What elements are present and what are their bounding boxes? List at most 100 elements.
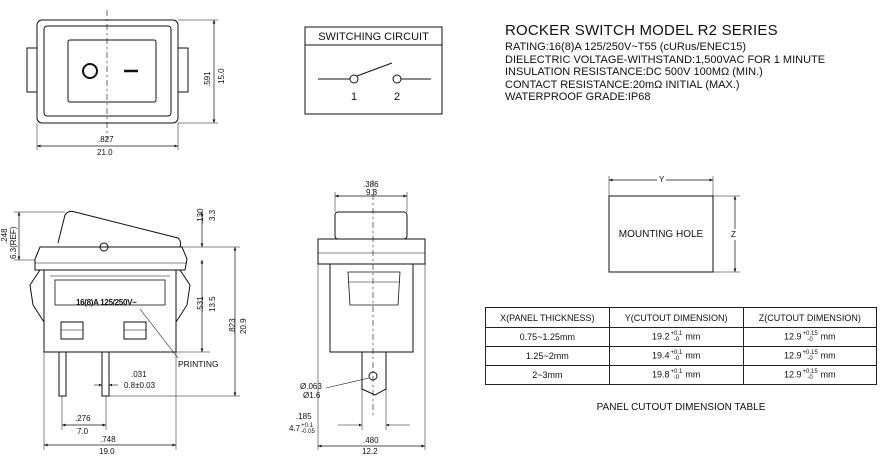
table-header-z: Z(CUTOUT DIMENSION) [742,307,878,328]
top-width-mm: 21.0 [97,148,113,157]
end-view-clip [347,271,401,306]
rocker-height-inch: .130 [196,208,205,224]
body-height-inch: .531 [196,296,205,312]
unit: mm [820,350,836,361]
tol-plus: +0.1 [670,369,683,375]
end-top-width-mm: 9.8 [366,188,378,197]
total-height-inch: .823 [228,318,237,334]
unit: mm [685,350,701,361]
side-view-right-clip [175,269,191,323]
pin-2-label: 2 [394,91,401,103]
cutout-table: X(PANEL THICKNESS) Y(CUTOUT DIMENSION) Z… [485,307,878,385]
terminal-width-tol-plus: +0.1 [301,423,313,429]
unit: mm [685,369,701,380]
switching-circuit-frame [304,26,443,115]
base-width-mm: 19.0 [99,447,115,456]
tol-minus: -0 [673,375,680,381]
spec-waterproof: WATERPROOF GRADE:IP68 [505,91,651,103]
tol-minus: -0 [807,375,813,381]
tol-minus: -0 [673,337,680,343]
pin-pitch-inch: .276 [75,414,91,423]
terminal-thickness-inch: .031 [131,370,147,379]
printing-label: PRINTING [178,359,219,369]
tol-plus: +0.15 [802,331,818,337]
unit: mm [820,369,836,380]
spec-contact: CONTACT RESISTANCE:20mΩ INITIAL (MAX.) [505,78,740,91]
side-view-label-plate [54,279,166,306]
table-header-y: Y(CUTOUT DIMENSION) [608,307,744,328]
top-view-left-clip [26,47,38,93]
printing-leader [139,308,179,359]
mounting-hole [608,176,740,273]
mounting-hole-label: MOUNTING HOLE [618,229,704,240]
unit: mm [685,331,701,342]
page-title: ROCKER SWITCH MODEL R2 SERIES [505,22,778,39]
end-view-body [329,263,414,353]
spec-dielectric: DIELECTRIC VOLTAGE-WITHSTAND:1,500VAC FO… [505,53,826,66]
end-view-bezel [317,238,426,265]
pin-1-label: 1 [351,91,358,103]
mounting-hole-outline [608,195,714,273]
total-height-mm: 20.9 [239,318,248,334]
body-height-mm: 13.5 [208,296,217,312]
pin-pitch-mm: 7.0 [77,427,89,436]
switching-circuit [304,26,443,115]
cell-x: 1.25~2mm [485,346,610,366]
table-header-x: X(PANEL THICKNESS) [485,307,610,328]
tol-plus: +0.1 [670,331,683,337]
base-width-inch: .748 [100,435,116,444]
terminal-pin-2 [101,351,110,397]
top-height-inch: .591 [203,71,212,87]
cell-x: 2~3mm [485,365,610,385]
top-view-inner-frame [43,25,172,117]
spec-insulation: INSULATION RESISTANCE:DC 500V 100MΩ (MIN… [505,66,763,78]
tol-plus: +0.1 [670,350,683,356]
terminal-window-right [123,321,147,340]
terminal-window-left [60,321,84,340]
top-view-frame [36,19,179,124]
table-caption: PANEL CUTOUT DIMENSION TABLE [596,402,766,413]
switching-circuit-title: SWITCHING CIRCUIT [318,31,429,43]
tol-minus: -0 [807,337,813,343]
cell-x: 0.75~1.25mm [485,327,610,347]
hole-leader [325,377,370,389]
contact-1-icon [349,74,359,84]
tol-minus: -0 [673,356,680,362]
contact-2-icon [392,74,402,84]
side-view-body [43,269,177,353]
ref-height-mm: 6.3(REF) [9,226,18,259]
ref-height-inch: .248 [0,228,9,244]
rating-label: 16(8)A 125/250V~ [76,298,137,307]
mounting-y-label: Y [657,175,667,184]
terminal-thickness-mm: 0.8±0.03 [124,381,156,390]
off-symbol-icon [82,63,98,79]
unit: mm [820,331,836,342]
terminal-pin-1 [58,351,67,397]
side-view-left-clip [29,269,45,323]
tol-minus: -0 [807,356,813,362]
spec-rating: RATING:16(8)A 125/250V~T55 (cURus/ENEC15… [505,41,746,53]
terminal-width-mm: 4.7+0.1-0.05 [289,423,315,435]
top-height-mm: 15.0 [217,68,226,84]
top-view-right-clip [177,47,189,93]
tol-plus: +0.15 [802,369,818,375]
end-top-width-inch: .386 [363,180,379,189]
end-view-terminal [361,352,387,396]
end-view-rocker [334,211,408,240]
table-header-row: X(PANEL THICKNESS) Y(CUTOUT DIMENSION) Z… [485,307,878,328]
hole-diameter-mm: Ø1.6 [303,391,321,400]
end-base-width-inch: .480 [363,436,379,445]
top-view [26,10,218,150]
end-view [317,180,426,450]
mounting-z-label: Z [731,229,736,240]
side-view [14,210,240,450]
